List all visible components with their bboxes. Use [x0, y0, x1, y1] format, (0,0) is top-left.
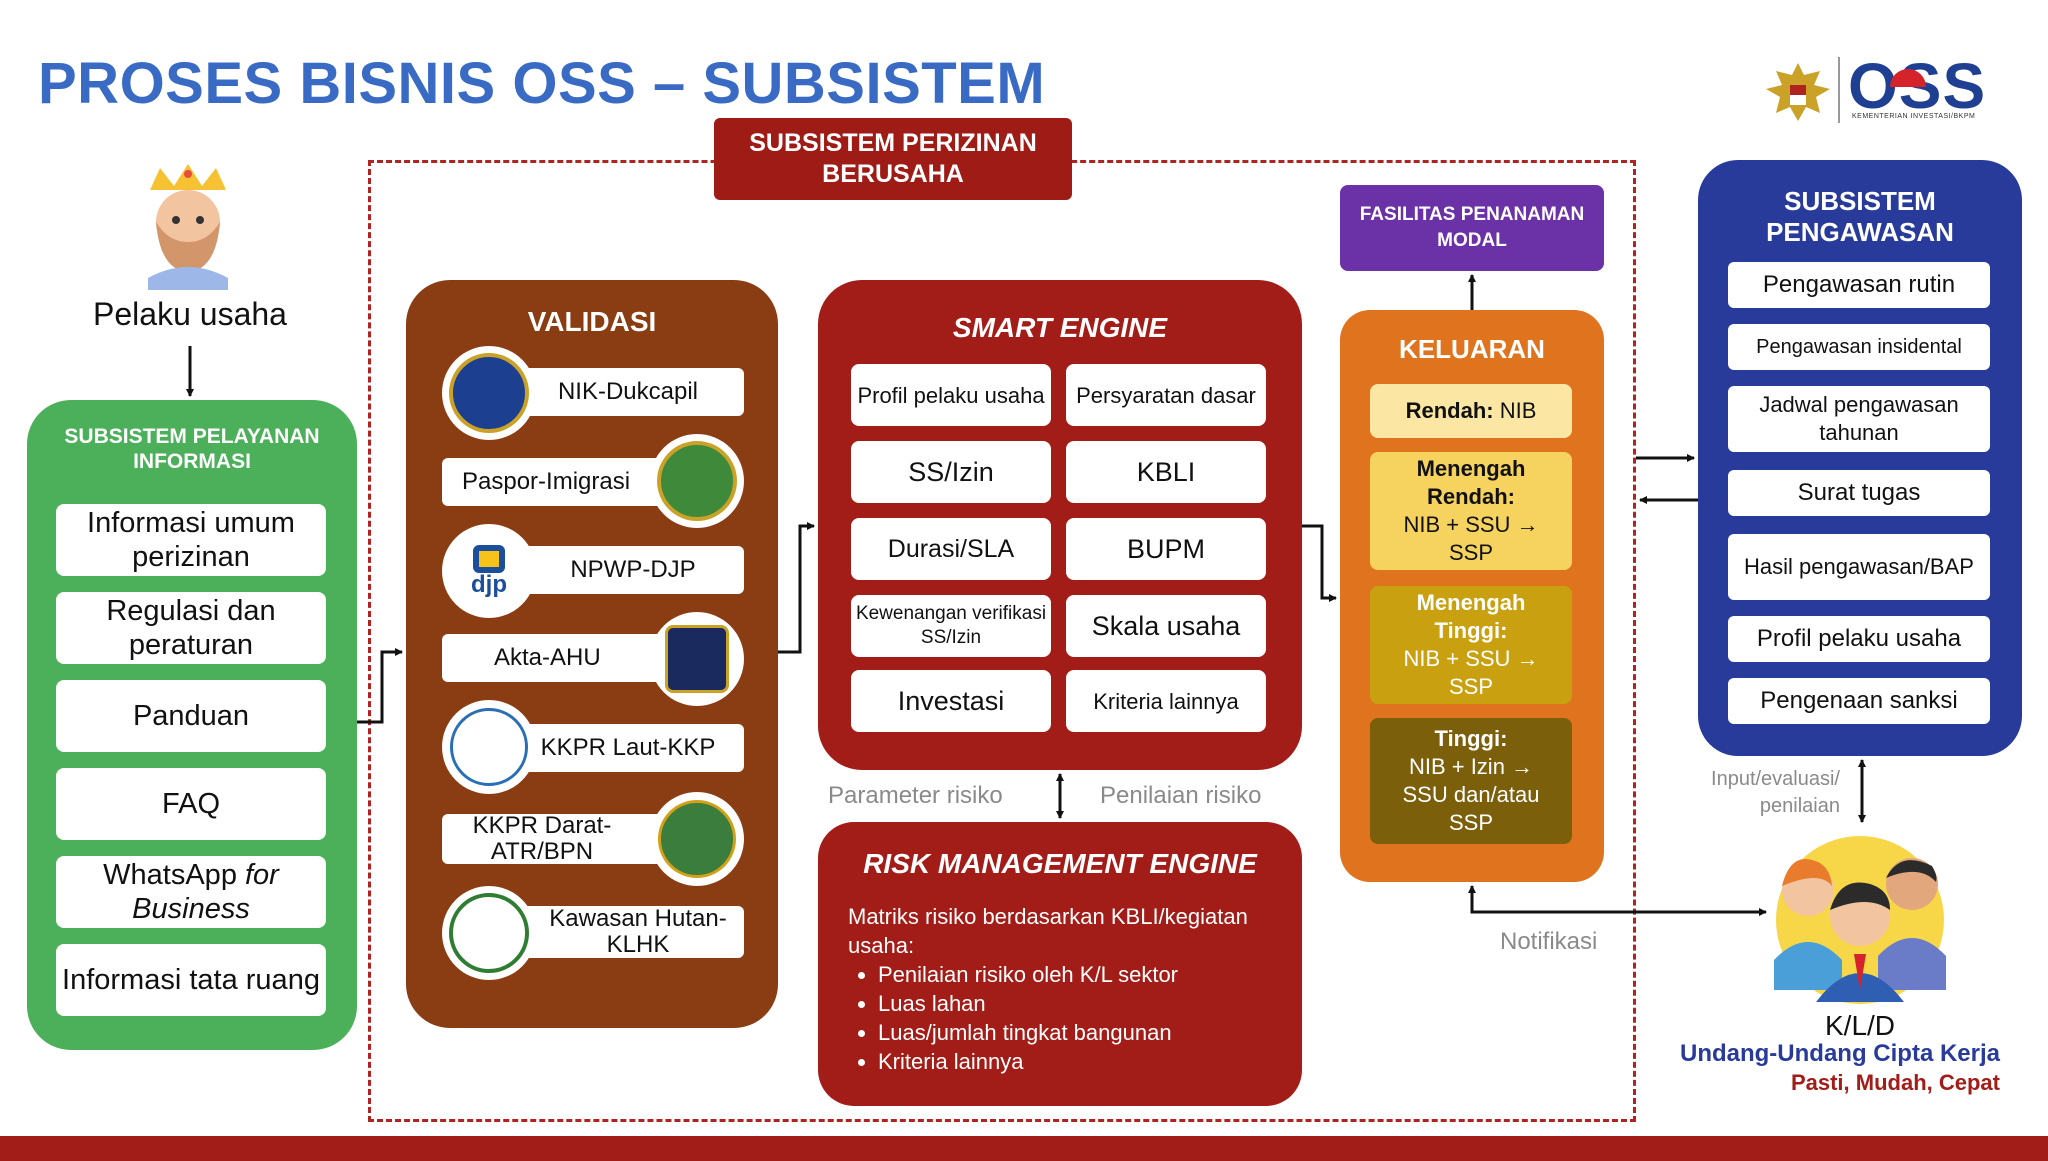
- notifikasi-label: Notifikasi: [1500, 928, 1598, 955]
- smart-item[interactable]: Kewenangan verifikasi SS/Izin: [851, 595, 1051, 657]
- atr-bpn-logo-icon: [650, 792, 744, 886]
- keluaran-title: KELUARAN: [1399, 334, 1545, 364]
- oss-logo-mark-icon: [1890, 69, 1926, 87]
- keluaran-rendah-bold: Rendah:: [1405, 398, 1494, 423]
- pelayanan-informasi-title: SUBSISTEM PELAYANAN INFORMASI: [64, 425, 320, 473]
- pengawasan-item[interactable]: Pengawasan rutin: [1728, 262, 1990, 308]
- arrow-pelayanan-to-validasi: [357, 648, 403, 724]
- kld-people-icon: [1774, 836, 1946, 1004]
- pelayanan-item[interactable]: Panduan: [56, 680, 326, 752]
- risk-bullet: Luas lahan: [878, 989, 1288, 1018]
- arrow-keluaran-to-kld: [1470, 894, 1767, 916]
- input-evaluasi-label: Input/evaluasi/ penilaian: [1711, 768, 1840, 817]
- pengawasan-item[interactable]: Profil pelaku usaha: [1728, 616, 1990, 662]
- pelayanan-item[interactable]: WhatsApp for Business: [56, 856, 326, 928]
- pelayanan-item[interactable]: Informasi tata ruang: [56, 944, 326, 1016]
- pengawasan-item[interactable]: Surat tugas: [1728, 470, 1990, 516]
- smart-item[interactable]: BUPM: [1066, 518, 1266, 580]
- whatsapp-label: WhatsApp: [103, 859, 245, 891]
- risk-bullet-list: Penilaian risiko oleh K/L sektor Luas la…: [848, 960, 1288, 1076]
- garuda-emblem-icon: [1766, 63, 1830, 121]
- pelaku-usaha-label: Pelaku usaha: [93, 296, 287, 332]
- penilaian-risiko-label: Penilaian risiko: [1100, 782, 1262, 809]
- smart-item[interactable]: Kriteria lainnya: [1066, 670, 1266, 732]
- logo-divider: [1838, 57, 1840, 123]
- keluaran-tinggi-bold: Tinggi:: [1434, 726, 1508, 751]
- risk-management-title: RISK MANAGEMENT ENGINE: [863, 848, 1257, 879]
- pelaku-usaha-avatar-icon: [148, 164, 228, 290]
- dukcapil-logo-icon: [442, 346, 536, 440]
- pengawasan-title: SUBSISTEM PENGAWASAN: [1766, 186, 1954, 247]
- keluaran-menengah-tinggi[interactable]: Menengah Tinggi: NIB + SSU → SSP: [1370, 586, 1572, 704]
- keluaran-mt-bold: Menengah Tinggi:: [1416, 590, 1526, 643]
- arrow-smart-to-keluaran: [1302, 524, 1337, 602]
- kkp-logo-icon: [442, 700, 536, 794]
- keluaran-menengah-rendah[interactable]: Menengah Rendah: NIB + SSU → SSP: [1370, 452, 1572, 570]
- klhk-logo-icon: [442, 886, 536, 980]
- pengawasan-item[interactable]: Pengenaan sanksi: [1728, 678, 1990, 724]
- whatsapp-label-italic: for Business: [132, 859, 279, 925]
- pengawasan-item[interactable]: Hasil pengawasan/BAP: [1728, 534, 1990, 600]
- smart-item[interactable]: Profil pelaku usaha: [851, 364, 1051, 426]
- bottom-bar: [0, 1136, 2048, 1161]
- validasi-title: VALIDASI: [527, 306, 657, 337]
- risk-bullet: Kriteria lainnya: [878, 1047, 1288, 1076]
- kld-label: K/L/D: [1824, 1010, 1896, 1041]
- pasti-mudah-cepat: Pasti, Mudah, Cepat: [1790, 1070, 2000, 1095]
- smart-item[interactable]: Skala usaha: [1066, 595, 1266, 657]
- pengawasan-item[interactable]: Jadwal pengawasan tahunan: [1728, 386, 1990, 452]
- smart-item[interactable]: SS/Izin: [851, 441, 1051, 503]
- smart-item[interactable]: Durasi/SLA: [851, 518, 1051, 580]
- smart-item[interactable]: Persyaratan dasar: [1066, 364, 1266, 426]
- arrow-validasi-to-smart: [778, 522, 815, 654]
- pengawasan-item[interactable]: Pengawasan insidental: [1728, 324, 1990, 370]
- oss-logo: OSS KEMENTERIAN INVESTASI/BKPM: [1760, 50, 2000, 130]
- perizinan-berusaha-title: SUBSISTEM PERIZINAN BERUSAHA: [714, 118, 1072, 200]
- ahu-logo-icon: [650, 612, 744, 706]
- keluaran-tinggi-text: NIB + Izin → SSU dan/atau SSP: [1402, 754, 1540, 835]
- pelayanan-item[interactable]: Regulasi dan peraturan: [56, 592, 326, 664]
- smart-item[interactable]: KBLI: [1066, 441, 1266, 503]
- oss-logo-subtitle: KEMENTERIAN INVESTASI/BKPM: [1852, 113, 1976, 120]
- keluaran-rendah[interactable]: Rendah: NIB: [1370, 384, 1572, 438]
- risk-bullet: Luas/jumlah tingkat bangunan: [878, 1018, 1288, 1047]
- keluaran-mt-text: NIB + SSU → SSP: [1403, 646, 1539, 699]
- parameter-risiko-label: Parameter risiko: [828, 782, 1003, 809]
- risk-bullet: Penilaian risiko oleh K/L sektor: [878, 960, 1288, 989]
- imigrasi-logo-icon: [650, 434, 744, 528]
- smart-engine-title: SMART ENGINE: [952, 312, 1168, 343]
- keluaran-mr-bold: Menengah Rendah:: [1416, 456, 1526, 509]
- keluaran-rendah-text: NIB: [1499, 398, 1537, 423]
- risk-intro: Matriks risiko berdasarkan KBLI/kegiatan…: [848, 904, 1248, 958]
- keluaran-tinggi[interactable]: Tinggi: NIB + Izin → SSU dan/atau SSP: [1370, 718, 1572, 844]
- pelayanan-item[interactable]: FAQ: [56, 768, 326, 840]
- validasi-item-kawasan-hutan[interactable]: Kawasan Hutan-KLHK: [492, 906, 744, 958]
- smart-item[interactable]: Investasi: [851, 670, 1051, 732]
- keluaran-mr-text: NIB + SSU → SSP: [1403, 512, 1539, 565]
- uu-cipta-kerja: Undang-Undang Cipta Kerja: [1679, 1040, 2000, 1067]
- validasi-item-akta[interactable]: Akta-AHU: [442, 634, 692, 682]
- djp-logo-icon: djp: [442, 524, 536, 618]
- fasilitas-penanaman-modal[interactable]: FASILITAS PENANAMAN MODAL: [1340, 185, 1604, 271]
- risk-management-body: Matriks risiko berdasarkan KBLI/kegiatan…: [848, 902, 1288, 1076]
- pelayanan-item[interactable]: Informasi umum perizinan: [56, 504, 326, 576]
- djp-logo-text: djp: [471, 571, 507, 598]
- risk-management-panel: [818, 822, 1302, 1106]
- page-title: PROSES BISNIS OSS – SUBSISTEM: [38, 51, 1046, 116]
